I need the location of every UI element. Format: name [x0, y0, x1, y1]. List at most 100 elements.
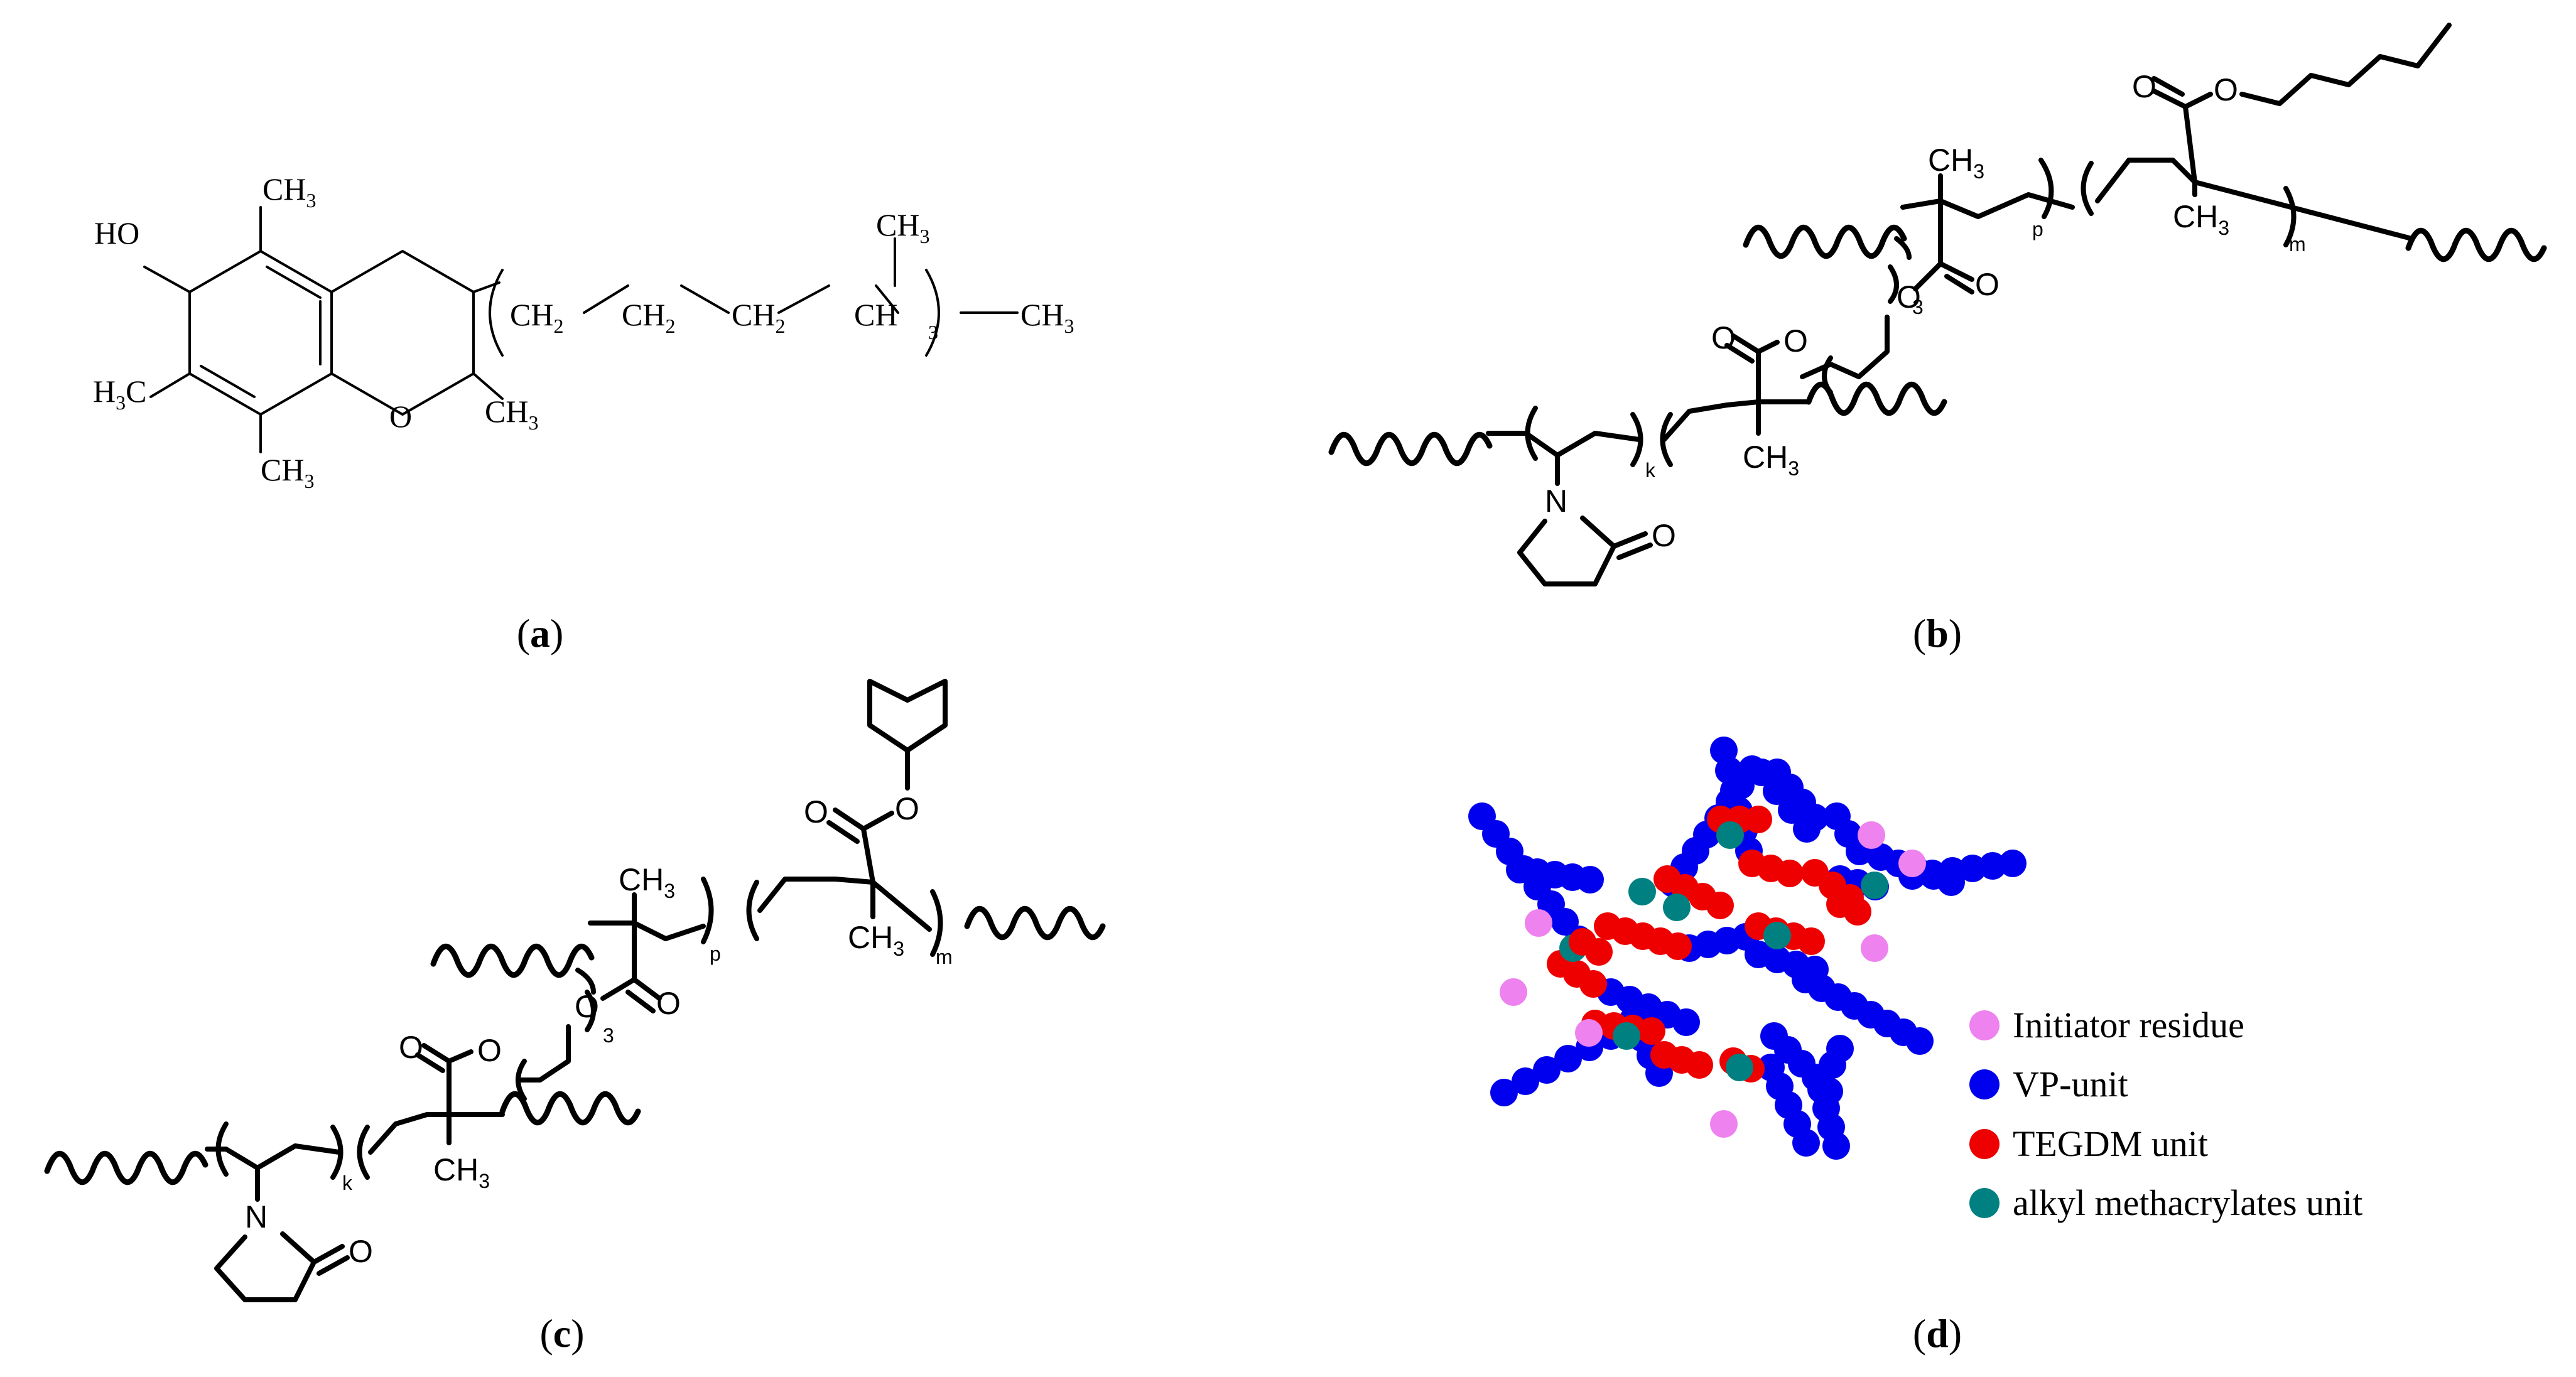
network-bead-137: [1638, 1017, 1665, 1045]
wavy-chain-lower-left-c: [44, 1150, 208, 1185]
wavy-chain-upper-right: [2405, 227, 2547, 262]
atom-ch3-b3: CH3: [1743, 440, 1799, 480]
legend-swatch-tegdm: [1969, 1129, 2000, 1159]
atom-o-carbonyl-b3: O: [1711, 320, 1736, 355]
bracket-k-open-c: [215, 1121, 229, 1177]
atom-ch3-b2: CH3: [2173, 199, 2229, 239]
network-bead-111: [1663, 894, 1691, 921]
atom-ch: CH: [854, 297, 897, 332]
network-bead-138: [1613, 1022, 1640, 1050]
atom-ch3-end: CH3: [1020, 297, 1074, 337]
network-bead-12: [1576, 866, 1604, 894]
network-bead-122: [1585, 938, 1613, 966]
network-bead-46: [1959, 855, 1986, 882]
atom-ch3-c1: CH3: [619, 862, 675, 902]
network-bead-72: [1672, 1008, 1700, 1036]
atom-ch2-2: CH2: [622, 297, 675, 337]
network-bead-132: [1797, 927, 1825, 955]
network-bead-147: [1858, 821, 1885, 849]
atom-o-ring: O: [389, 399, 412, 434]
panel-a-structure: CH3 HO O H3C CH3 CH3 CH2 CH2 CH2 CH3 CH …: [93, 171, 1074, 492]
bracket-k2-open-c: [357, 1125, 370, 1180]
panel-c-structure: O O p m CH3 CH3 O O 3 O: [44, 679, 1106, 1302]
bracket-m-open: [2081, 161, 2094, 216]
atom-ho: HO: [94, 215, 139, 251]
bracket-k-close-c: [330, 1125, 344, 1180]
network-bead-146: [1500, 978, 1527, 1006]
bracket-k-close: [1630, 412, 1643, 467]
label-m-c: m: [936, 946, 953, 968]
label-k-b: k: [1645, 459, 1656, 482]
atom-o-ester-b2: O: [2214, 72, 2238, 107]
pyran-ring: [330, 250, 475, 416]
atom-ch3-c2: CH3: [848, 920, 904, 960]
panel-label-d: (d): [1913, 1311, 1962, 1356]
legend-swatch-initiator: [1969, 1010, 2000, 1040]
network-bead-102: [1716, 821, 1744, 849]
network-bead-144: [1726, 1054, 1753, 1081]
atom-n-c: N: [245, 1199, 268, 1234]
network-bead-76: [1554, 1045, 1582, 1072]
network-bead-89: [1819, 1051, 1846, 1079]
repeat-close-paren: [925, 269, 940, 357]
network-bead-75: [1533, 1056, 1561, 1084]
wavy-chain-lower-right: [1805, 381, 1947, 416]
network-bead-94: [1792, 1129, 1820, 1157]
legend-label-vp: VP-unit: [2013, 1064, 2128, 1104]
legend-item-tegdm: TEGDM unit: [1969, 1123, 2208, 1164]
network-bead-119: [1579, 970, 1607, 998]
pyrrolidone-ring-b: [1517, 516, 1616, 586]
benzene-ring: [188, 250, 333, 416]
network-bead-148: [1898, 850, 1926, 877]
legend-item-initiator: Initiator residue: [1969, 1005, 2244, 1045]
label-k-c: k: [342, 1172, 353, 1194]
network-bead-133: [1763, 922, 1791, 949]
network-bead-45: [1939, 857, 1966, 885]
repeat-count: 3: [928, 321, 938, 343]
atom-ch3-ring: CH3: [485, 394, 538, 434]
network-bead-34: [1801, 804, 1829, 831]
atom-o-carbonyl-b1: O: [1975, 267, 2000, 302]
legend-item-alkyl: alkyl methacrylates unit: [1969, 1182, 2362, 1223]
label-3-c: 3: [603, 1024, 614, 1047]
atom-ch3-c3: CH3: [433, 1152, 490, 1192]
bracket-k2-open: [1660, 412, 1673, 467]
wavy-chain-upper-right-c: [964, 905, 1106, 941]
bracket-k-open: [1525, 406, 1538, 461]
network-bead-110: [1628, 878, 1656, 905]
network-bead-127: [1844, 898, 1871, 926]
bracket-3-close-c: [585, 990, 596, 1032]
wavy-chain-lower-right-c: [499, 1091, 641, 1126]
bracket-m-open-c: [746, 880, 759, 941]
atom-ch3-top: CH3: [262, 171, 316, 212]
atom-ch2-1: CH2: [510, 297, 563, 337]
network-bead-145: [1525, 909, 1552, 937]
bracket-p-close-c: [701, 877, 714, 944]
wavy-chain-upper-left: [1743, 224, 1907, 259]
pyrrolidone-ring-c: [214, 1231, 317, 1302]
network-bead-47: [1979, 852, 2006, 880]
atom-o-lactam-c: O: [349, 1234, 373, 1269]
network-bead-128: [1861, 872, 1888, 899]
atom-o-ester-b3: O: [1783, 323, 1808, 359]
network-bead-101: [1745, 806, 1772, 833]
network-bead-67: [1906, 1027, 1934, 1055]
network-bead-116: [1664, 932, 1692, 960]
label-3-b: 3: [1912, 296, 1924, 318]
panel-b-structure: p m CH3 O O CH3 O O 3 O O: [1328, 23, 2547, 586]
atom-ch3-bottom: CH3: [261, 452, 314, 492]
network-bead-150: [1575, 1019, 1603, 1047]
atom-o-ester-c3: O: [477, 1033, 502, 1068]
atom-h3c: H3C: [93, 374, 146, 414]
label-m-b: m: [2289, 233, 2306, 256]
network-bead-48: [1999, 850, 2027, 877]
atom-o-carbonyl-b2: O: [2132, 69, 2157, 104]
hexyl-chain: [2239, 23, 2452, 106]
atom-ch3-branch: CH3: [876, 207, 929, 247]
legend-item-vp: VP-unit: [1969, 1064, 2128, 1104]
legend-label-tegdm: TEGDM unit: [2013, 1123, 2208, 1164]
bracket-p-close: [2038, 158, 2054, 219]
network-bead-149: [1861, 934, 1888, 962]
network-bead-109: [1706, 892, 1734, 919]
